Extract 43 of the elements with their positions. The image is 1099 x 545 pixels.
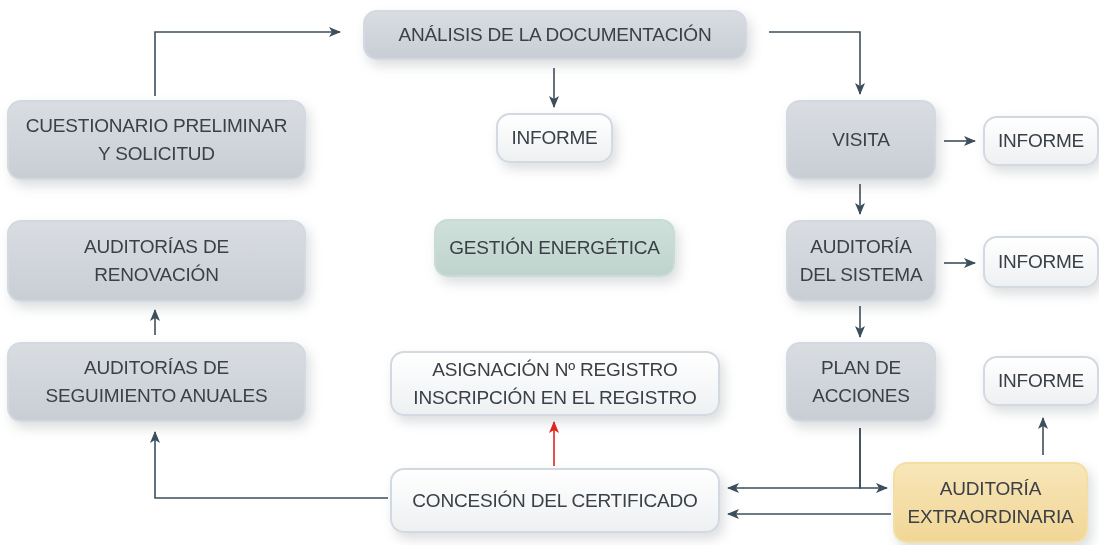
arrow (768, 31, 865, 95)
box-label: INFORME (997, 250, 1085, 274)
arrow (943, 136, 976, 146)
process-box (983, 116, 1099, 166)
process-box (7, 220, 306, 302)
process-box (983, 356, 1099, 406)
box-label: INFORME (997, 129, 1085, 153)
box-label: AUDITORÍAS DE RENOVACIÓN (83, 235, 230, 287)
process-box (7, 342, 306, 422)
process-box (363, 10, 747, 60)
box-label: CONCESIÓN DEL CERTIFICADO (412, 488, 698, 513)
arrow (855, 305, 865, 338)
arrow (859, 427, 888, 493)
box-label: GESTIÓN ENERGÉTICA (449, 236, 660, 260)
box-label: ANÁLISIS DE LA DOCUMENTACIÓN (398, 23, 712, 47)
process-box (390, 351, 720, 416)
process-box (7, 100, 306, 180)
box-label: AUDITORÍAS DE SEGUIMIENTO ANUALES (44, 356, 269, 408)
box-label: PLAN DE ACCIONES (811, 356, 911, 408)
box-label: INFORME (511, 126, 598, 150)
process-box (786, 100, 936, 180)
process-box (786, 220, 936, 302)
process-box (496, 113, 613, 163)
box-label: CUESTIONARIO PRELIMINAR Y SOLICITUD (24, 114, 289, 166)
process-box (390, 468, 720, 533)
box-label: AUDITORÍA EXTRAORDINARIA (906, 476, 1075, 529)
arrow (549, 67, 559, 108)
box-label: ASIGNACIÓN Nº REGISTRO INSCRIPCIÓN EN EL REGISTRO (412, 357, 698, 410)
process-box (434, 219, 675, 277)
arrow (727, 509, 892, 519)
box-label: AUDITORÍA DEL SISTEMA (798, 235, 924, 287)
arrow (855, 183, 865, 215)
arrow (150, 431, 389, 499)
process-box (893, 462, 1088, 543)
box-label: VISITA (832, 128, 890, 152)
arrow (1038, 417, 1048, 456)
arrow (154, 27, 341, 97)
arrow (549, 421, 559, 467)
process-box (983, 236, 1099, 288)
arrow (943, 258, 976, 268)
arrow (150, 309, 160, 336)
process-box (786, 342, 936, 422)
box-label: INFORME (997, 369, 1085, 393)
